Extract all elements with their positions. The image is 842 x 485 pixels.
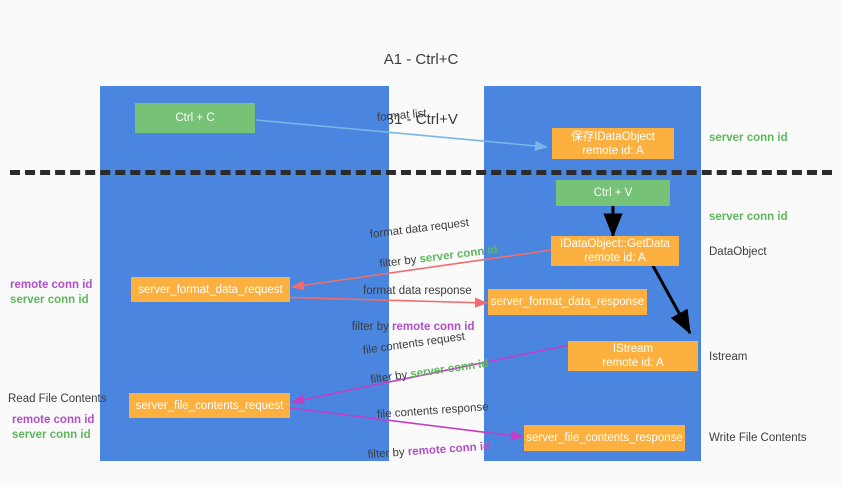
left-label-server-conn-id-1: server conn id xyxy=(10,294,89,306)
left-label-remote-conn-id-2: remote conn id xyxy=(12,414,95,426)
box-server-file-contents-request[interactable]: server_file_contents_request xyxy=(129,393,290,418)
box-server-file-contents-response-label: server_file_contents_response xyxy=(526,432,683,444)
filter-by-text-2: filter by xyxy=(351,321,393,333)
label-format-data-response-filter: filter by remote conn id xyxy=(339,305,475,350)
horizontal-dashed-divider xyxy=(10,170,832,175)
right-label-server-conn-id-top: server conn id xyxy=(709,132,788,144)
box-idataobject-getdata[interactable]: IDataObject::GetData remote id: A xyxy=(551,236,679,266)
box-save-idataobject-line2: remote id: A xyxy=(582,144,644,157)
box-server-format-data-request[interactable]: server_format_data_request xyxy=(131,277,290,302)
label-file-contents-response-filter: filter by remote conn id xyxy=(353,425,491,479)
box-server-format-data-response[interactable]: server_format_data_response xyxy=(488,289,647,315)
box-ctrl-v-label: Ctrl + V xyxy=(593,187,633,199)
box-ctrl-c[interactable]: Ctrl + C xyxy=(135,103,255,133)
box-istream-line2: remote id: A xyxy=(602,357,664,369)
left-label-server-conn-id-2: server conn id xyxy=(12,429,91,441)
box-save-idataobject-line1: 保存IDataObject xyxy=(571,130,655,143)
remote-conn-id-text-1: remote conn id xyxy=(392,321,475,333)
box-istream-line1: IStream xyxy=(612,343,654,355)
box-istream[interactable]: IStream remote id: A xyxy=(568,341,698,371)
label-file-contents-response: file contents response xyxy=(376,401,489,421)
box-server-file-contents-request-label: server_file_contents_request xyxy=(135,399,284,412)
server-conn-id-text-2: server conn id xyxy=(409,357,490,381)
left-label-remote-conn-id-1: remote conn id xyxy=(10,279,93,291)
title-line-1: A1 - Ctrl+C xyxy=(383,51,459,68)
box-getdata-line2: remote id: A xyxy=(584,252,646,264)
filter-by-text-3: filter by xyxy=(369,368,412,387)
filter-by-text-4: filter by xyxy=(367,446,409,462)
server-conn-id-text-1: server conn id xyxy=(418,244,499,266)
box-server-format-data-response-label: server_format_data_response xyxy=(490,296,645,308)
right-label-write-file-contents: Write File Contents xyxy=(709,432,807,444)
box-ctrl-v[interactable]: Ctrl + V xyxy=(556,180,670,206)
box-save-idataobject[interactable]: 保存IDataObject remote id: A xyxy=(552,128,674,159)
box-ctrl-c-label: Ctrl + C xyxy=(175,112,215,124)
box-getdata-line1: IDataObject::GetData xyxy=(560,238,670,250)
right-label-server-conn-id-mid: server conn id xyxy=(709,211,788,223)
box-server-file-contents-response[interactable]: server_file_contents_response xyxy=(524,425,685,451)
label-format-data-response: format data response xyxy=(363,285,472,297)
remote-conn-id-text-2: remote conn id xyxy=(407,440,491,459)
left-label-read-file-contents: Read File Contents xyxy=(8,393,107,405)
right-label-dataobject: DataObject xyxy=(709,246,767,258)
box-server-format-data-request-label: server_format_data_request xyxy=(138,283,283,296)
right-label-istream: Istream xyxy=(709,351,748,363)
filter-by-text-1: filter by xyxy=(378,253,421,271)
